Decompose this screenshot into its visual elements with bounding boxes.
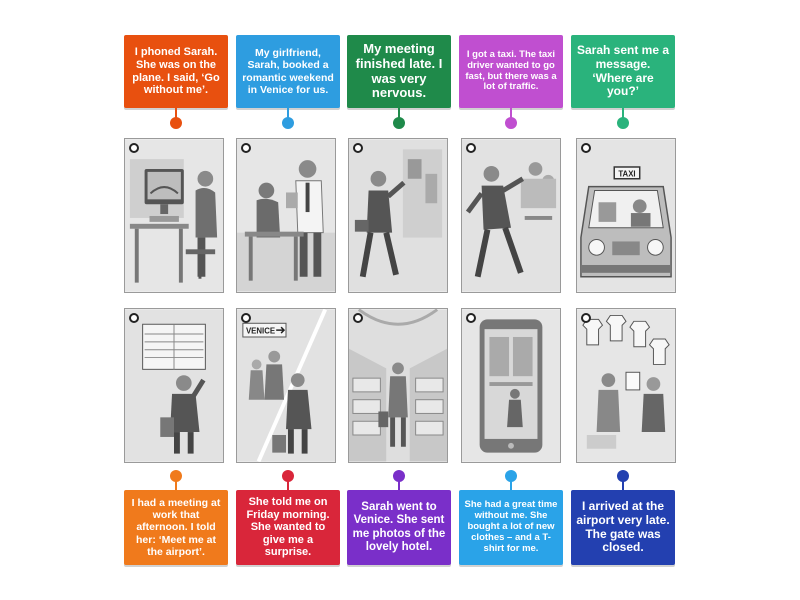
top-connector-3	[398, 108, 400, 120]
drop-target-marker[interactable]	[466, 313, 476, 323]
top-dot-2	[282, 117, 294, 129]
bottom-label-2[interactable]: She told me on Friday morning. She wante…	[236, 490, 340, 565]
top-label-5-text: Sarah sent me a message. ‘Where are you?…	[576, 42, 670, 99]
bottom-connector-5	[622, 478, 624, 492]
top-dot-3	[393, 117, 405, 129]
picture-card-departure-board[interactable]	[124, 308, 224, 463]
top-connector-1	[175, 108, 177, 120]
picture-card-computer-booking[interactable]	[124, 138, 224, 293]
illustration-woman-at-computer	[125, 139, 223, 292]
bottom-label-5[interactable]: I arrived at the airport very late. The …	[571, 490, 675, 565]
illustration-taxi-front: TAXI	[577, 139, 675, 292]
bottom-dot-4	[505, 470, 517, 482]
bottom-dot-3	[393, 470, 405, 482]
drop-target-marker[interactable]	[129, 313, 139, 323]
bottom-dot-2	[282, 470, 294, 482]
bottom-connector-1	[175, 478, 177, 492]
top-dot-1	[170, 117, 182, 129]
bottom-connector-4	[510, 478, 512, 492]
picture-card-taxi[interactable]: TAXI	[576, 138, 676, 293]
bottom-label-4-text: She had a great time without me. She bou…	[464, 499, 558, 554]
picture-card-tshirt-shop[interactable]	[576, 308, 676, 463]
bottom-dot-5	[617, 470, 629, 482]
top-label-3[interactable]: My meeting finished late. I was very ner…	[347, 35, 451, 108]
illustration-man-at-departure-board	[125, 309, 223, 462]
drop-target-marker[interactable]	[353, 143, 363, 153]
top-label-2[interactable]: My girlfriend, Sarah, booked a romantic …	[236, 35, 340, 108]
top-connector-5	[622, 108, 624, 120]
bottom-label-4[interactable]: She had a great time without me. She bou…	[459, 490, 563, 565]
illustration-businessman-rushing	[462, 139, 560, 292]
drop-target-marker[interactable]	[581, 313, 591, 323]
bottom-label-3-text: Sarah went to Venice. She sent me photos…	[352, 501, 446, 553]
illustration-man-walking-out	[349, 139, 447, 292]
picture-card-venice-gate[interactable]: VENICE	[236, 308, 336, 463]
drop-target-marker[interactable]	[129, 143, 139, 153]
picture-card-man-leaving-meeting[interactable]	[348, 138, 448, 293]
illustration-couple-at-table	[237, 139, 335, 292]
top-label-2-text: My girlfriend, Sarah, booked a romantic …	[242, 47, 334, 96]
top-dot-5	[617, 117, 629, 129]
drop-target-marker[interactable]	[353, 313, 363, 323]
top-dot-4	[505, 117, 517, 129]
drop-target-marker[interactable]	[241, 143, 251, 153]
top-label-5[interactable]: Sarah sent me a message. ‘Where are you?…	[571, 35, 675, 108]
top-label-4-text: I got a taxi. The taxi driver wanted to …	[465, 48, 557, 93]
top-label-4[interactable]: I got a taxi. The taxi driver wanted to …	[459, 35, 563, 108]
drop-target-marker[interactable]	[241, 313, 251, 323]
drop-target-marker[interactable]	[466, 143, 476, 153]
illustration-phone-with-photo	[462, 309, 560, 462]
taxi-sign-text: TAXI	[618, 169, 635, 178]
bottom-label-1-text: I had a meeting at work that afternoon. …	[131, 497, 221, 558]
bottom-connector-2	[287, 478, 289, 492]
picture-card-phone-photo[interactable]	[461, 308, 561, 463]
top-connector-2	[287, 108, 289, 120]
bottom-label-2-text: She told me on Friday morning. She wante…	[246, 495, 330, 559]
illustration-venice-gate: VENICE	[237, 309, 335, 462]
illustration-tshirt-shopping	[577, 309, 675, 462]
bottom-dot-1	[170, 470, 182, 482]
bottom-label-3[interactable]: Sarah went to Venice. She sent me photos…	[347, 490, 451, 565]
bottom-label-5-text: I arrived at the airport very late. The …	[576, 498, 670, 555]
top-label-1-text: I phoned Sarah. She was on the plane. I …	[132, 46, 220, 97]
picture-card-woman-on-plane[interactable]	[348, 308, 448, 463]
top-connector-4	[510, 108, 512, 120]
bottom-connector-3	[398, 478, 400, 492]
drop-target-marker[interactable]	[581, 143, 591, 153]
bottom-label-1[interactable]: I had a meeting at work that afternoon. …	[124, 490, 228, 565]
illustration-plane-cabin	[349, 309, 447, 462]
venice-sign-text: VENICE	[246, 327, 275, 336]
top-label-1[interactable]: I phoned Sarah. She was on the plane. I …	[124, 35, 228, 108]
top-label-3-text: My meeting finished late. I was very ner…	[355, 40, 443, 101]
picture-card-taxi-traffic[interactable]	[461, 138, 561, 293]
picture-card-couple-booking[interactable]	[236, 138, 336, 293]
